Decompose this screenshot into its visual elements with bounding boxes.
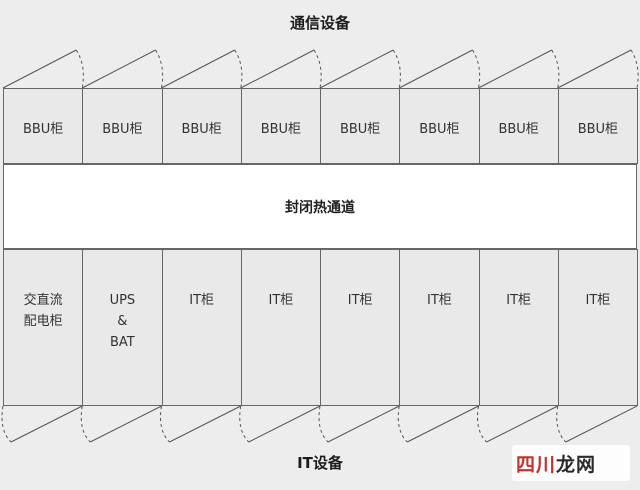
cabinet-label-line: IT柜 bbox=[585, 293, 611, 308]
door-arc bbox=[397, 405, 408, 443]
door-arc bbox=[630, 49, 639, 89]
watermark-brand: 四川龙网 bbox=[516, 453, 597, 476]
cabinet-label-line: & bbox=[117, 314, 128, 329]
door-arc bbox=[556, 405, 567, 443]
bottom-cabinet: UPS & BAT bbox=[82, 249, 163, 406]
door-line bbox=[82, 49, 156, 89]
door-arc bbox=[1, 405, 12, 443]
door-arc bbox=[239, 405, 250, 443]
door-line bbox=[2, 49, 77, 89]
bbu-cabinet: BBU柜 bbox=[320, 88, 401, 164]
cabinet-label-line: IT柜 bbox=[347, 293, 373, 308]
cabinet-label-line: BAT bbox=[110, 335, 135, 350]
bottom-cabinet: IT柜 bbox=[240, 249, 321, 406]
closed-hot-aisle: 封闭热通道 bbox=[3, 164, 637, 249]
door-line bbox=[248, 405, 321, 443]
door-arc bbox=[234, 49, 243, 89]
bbu-cabinet: BBU柜 bbox=[3, 88, 84, 164]
channel-label: 封闭热通道 bbox=[285, 199, 355, 216]
door-arc bbox=[155, 49, 164, 89]
door-line bbox=[399, 49, 473, 89]
bottom-cabinet: IT柜 bbox=[557, 249, 638, 406]
cabinet-label-line: IT柜 bbox=[426, 293, 452, 308]
door-line bbox=[327, 405, 400, 443]
door-arc bbox=[313, 49, 322, 89]
door-line bbox=[486, 405, 558, 443]
cabinet-label-line: UPS bbox=[109, 293, 136, 308]
door-arc bbox=[75, 49, 84, 89]
door-arc bbox=[392, 49, 401, 89]
cabinet-label-line: IT柜 bbox=[268, 293, 294, 308]
bottom-cabinet: IT柜 bbox=[161, 249, 242, 406]
bottom-cabinet: IT柜 bbox=[399, 249, 480, 406]
bbu-cabinet: BBU柜 bbox=[557, 88, 638, 164]
bbu-cabinet: BBU柜 bbox=[240, 88, 321, 164]
bottom-cabinet: IT柜 bbox=[478, 249, 559, 406]
cabinet-label-line: 配电柜 bbox=[23, 314, 63, 329]
bbu-cabinet: BBU柜 bbox=[399, 88, 480, 164]
door-line bbox=[169, 405, 241, 443]
door-line bbox=[565, 405, 638, 443]
door-line bbox=[478, 49, 552, 89]
door-arc bbox=[318, 405, 329, 443]
door-arc bbox=[472, 49, 481, 89]
door-arc bbox=[80, 405, 91, 443]
cabinet-label-line: IT柜 bbox=[189, 293, 215, 308]
bbu-cabinet: BBU柜 bbox=[82, 88, 163, 164]
bbu-cabinet: BBU柜 bbox=[161, 88, 242, 164]
top-title: 通信设备 bbox=[289, 14, 350, 32]
door-line bbox=[161, 49, 235, 89]
door-line bbox=[10, 405, 83, 443]
door-arc bbox=[477, 405, 487, 443]
door-line bbox=[90, 405, 162, 443]
bbu-cabinet: BBU柜 bbox=[478, 88, 559, 164]
door-line bbox=[557, 49, 632, 89]
door-arc bbox=[551, 49, 560, 89]
door-line bbox=[407, 405, 479, 443]
bottom-cabinet: IT柜 bbox=[320, 249, 401, 406]
cabinet-label-line: IT柜 bbox=[506, 293, 532, 308]
bottom-cabinet: 交直流配电柜 bbox=[3, 249, 84, 406]
door-line bbox=[240, 49, 315, 89]
watermark-logo: 四川龙网 bbox=[512, 445, 630, 481]
bottom-title: IT设备 bbox=[297, 454, 343, 472]
door-arc bbox=[160, 405, 170, 443]
cabinet-label-line: 交直流 bbox=[23, 293, 63, 308]
door-line bbox=[319, 49, 394, 89]
